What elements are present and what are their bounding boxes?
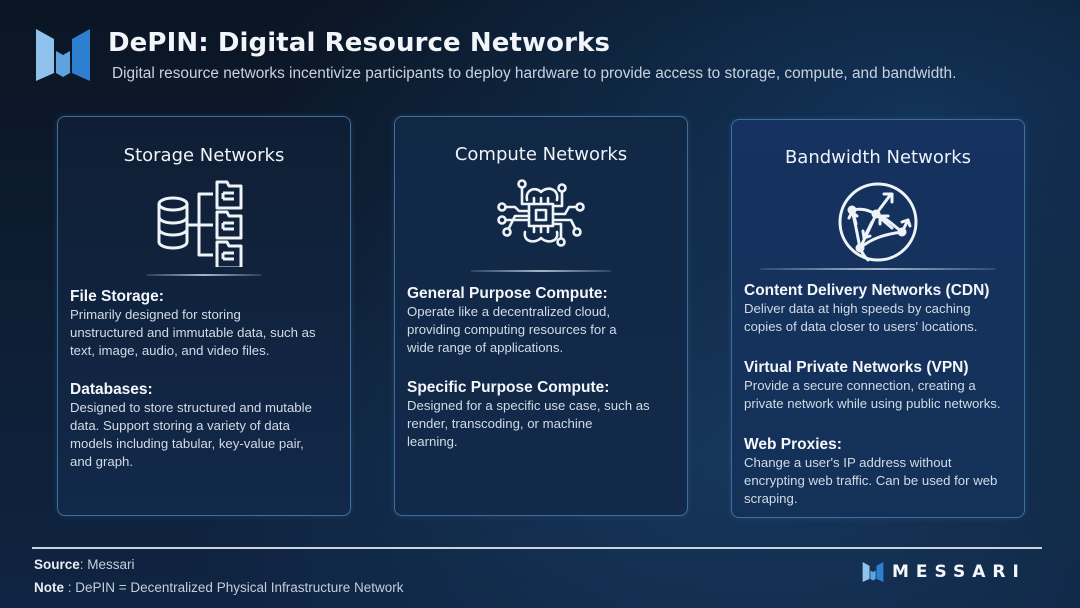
body-line: wide range of applications. bbox=[407, 340, 564, 355]
card-title: Bandwidth Networks bbox=[784, 147, 972, 168]
section-heading: General Purpose Compute: bbox=[407, 285, 608, 302]
page-title: DePIN: Digital Resource Networks bbox=[108, 28, 611, 58]
compute-networks-card: Compute Networks General Purpose Compute… bbox=[394, 116, 688, 516]
section-body: Designed to store structured and mutable… bbox=[70, 399, 342, 471]
section-cdn: Content Delivery Networks (CDN) Deliver … bbox=[744, 281, 1016, 336]
body-line: private network while using public netwo… bbox=[744, 396, 1001, 411]
card-divider bbox=[760, 268, 996, 270]
body-line: Change a user's IP address without bbox=[744, 455, 952, 470]
section-general-purpose-compute: General Purpose Compute: Operate like a … bbox=[407, 284, 679, 357]
storage-networks-card: Storage Networks File Storage: Primarily… bbox=[57, 116, 351, 516]
body-line: providing computing resources for a bbox=[407, 322, 617, 337]
section-body: Primarily designed for storing unstructu… bbox=[70, 306, 342, 360]
section-heading: File Storage: bbox=[70, 288, 164, 305]
bandwidth-networks-card: Bandwidth Networks Content Delivery Netw… bbox=[731, 119, 1025, 518]
chip-brain-icon bbox=[497, 179, 585, 247]
footer-note: Note : DePIN = Decentralized Physical In… bbox=[34, 580, 404, 595]
database-files-icon bbox=[157, 180, 243, 267]
brand-logo: MESSARI bbox=[862, 562, 1026, 582]
section-body: Designed for a specific use case, such a… bbox=[407, 397, 679, 451]
body-line: encrypting web traffic. Can be used for … bbox=[744, 473, 998, 488]
body-line: text, image, audio, and video files. bbox=[70, 343, 270, 358]
note-label: Note bbox=[34, 580, 64, 595]
body-line: learning. bbox=[407, 434, 458, 449]
section-vpn: Virtual Private Networks (VPN) Provide a… bbox=[744, 358, 1016, 413]
section-heading: Virtual Private Networks (VPN) bbox=[744, 359, 969, 376]
card-title: Compute Networks bbox=[454, 144, 628, 165]
section-heading: Content Delivery Networks (CDN) bbox=[744, 282, 990, 299]
card-title: Storage Networks bbox=[123, 145, 285, 166]
body-line: and graph. bbox=[70, 454, 134, 469]
note-value: : DePIN = Decentralized Physical Infrast… bbox=[64, 580, 404, 595]
section-file-storage: File Storage: Primarily designed for sto… bbox=[70, 287, 342, 360]
source-value: : Messari bbox=[79, 557, 135, 572]
globe-network-icon bbox=[838, 182, 918, 262]
body-line: render, transcoding, or machine bbox=[407, 416, 593, 431]
body-line: Deliver data at high speeds by caching bbox=[744, 301, 971, 316]
section-body: Deliver data at high speeds by caching c… bbox=[744, 300, 1016, 336]
section-databases: Databases: Designed to store structured … bbox=[70, 380, 342, 471]
body-line: scraping. bbox=[744, 491, 798, 506]
messari-logo-icon bbox=[36, 29, 90, 81]
footer-source: Source: Messari bbox=[34, 557, 135, 572]
body-line: copies of data closer to users' location… bbox=[744, 319, 978, 334]
body-line: Primarily designed for storing bbox=[70, 307, 241, 322]
body-line: data. Support storing a variety of data bbox=[70, 418, 290, 433]
section-body: Change a user's IP address without encry… bbox=[744, 454, 1016, 508]
body-line: models including tabular, key-value pair… bbox=[70, 436, 304, 451]
section-heading: Databases: bbox=[70, 381, 153, 398]
section-body: Operate like a decentralized cloud, prov… bbox=[407, 303, 679, 357]
section-web-proxies: Web Proxies: Change a user's IP address … bbox=[744, 435, 1016, 508]
body-line: unstructured and immutable data, such as bbox=[70, 325, 316, 340]
brand-name: MESSARI bbox=[892, 562, 1026, 582]
body-line: Designed for a specific use case, such a… bbox=[407, 398, 650, 413]
footer-divider bbox=[32, 547, 1042, 549]
body-line: Provide a secure connection, creating a bbox=[744, 378, 976, 393]
messari-logo-icon bbox=[862, 562, 884, 582]
body-line: Operate like a decentralized cloud, bbox=[407, 304, 611, 319]
section-heading: Web Proxies: bbox=[744, 436, 842, 453]
section-heading: Specific Purpose Compute: bbox=[407, 379, 610, 396]
section-body: Provide a secure connection, creating a … bbox=[744, 377, 1016, 413]
section-specific-purpose-compute: Specific Purpose Compute: Designed for a… bbox=[407, 378, 679, 451]
source-label: Source bbox=[34, 557, 80, 572]
page-subtitle: Digital resource networks incentivize pa… bbox=[112, 65, 957, 82]
body-line: Designed to store structured and mutable bbox=[70, 400, 312, 415]
card-divider bbox=[471, 270, 611, 272]
card-divider bbox=[146, 274, 262, 276]
